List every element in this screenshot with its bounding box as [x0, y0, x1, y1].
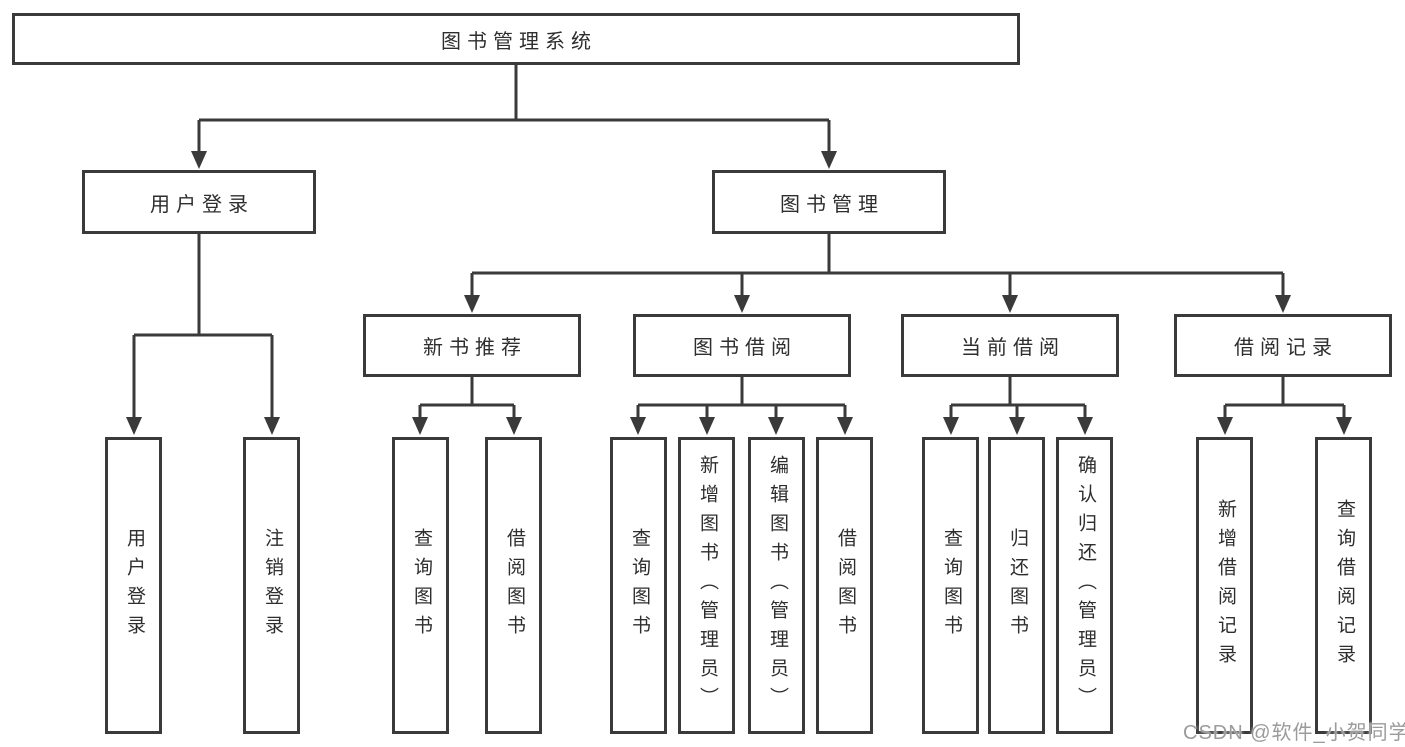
leaf-logout: 注销登录 [243, 437, 300, 734]
node-label: 查询图书 [410, 527, 432, 644]
node-book-management: 图书管理 [712, 170, 946, 234]
node-label: 查询图书 [628, 527, 650, 644]
leaf-add-borrow-record: 新增借阅记录 [1196, 437, 1253, 734]
leaf-query-books-current: 查询图书 [922, 437, 979, 734]
leaf-borrow-books: 借阅图书 [816, 437, 873, 734]
node-label: 借阅图书 [503, 527, 525, 644]
node-label: 注销登录 [261, 527, 283, 644]
csdn-watermark: CSDN @软件_小贺同学 [1183, 722, 1405, 744]
node-label: 查询图书 [940, 527, 962, 644]
node-user-login: 用户登录 [82, 170, 316, 234]
leaf-user-login: 用户登录 [105, 437, 162, 734]
leaf-query-books-recommend: 查询图书 [392, 437, 449, 734]
node-label: 确认归还（管理员） [1074, 455, 1096, 716]
node-new-book-recommend: 新书推荐 [363, 314, 581, 377]
node-label: 新增图书（管理员） [696, 455, 718, 716]
node-label: 图书借阅 [693, 337, 797, 359]
arrow-down-icon [126, 151, 1352, 435]
leaf-query-books-borrowing: 查询图书 [610, 437, 667, 734]
node-label: 用户登录 [123, 527, 145, 644]
node-label: 归还图书 [1006, 527, 1028, 644]
node-label: 图书管理 [780, 193, 884, 216]
leaf-query-borrow-record: 查询借阅记录 [1315, 437, 1372, 734]
node-label: 编辑图书（管理员） [766, 455, 788, 716]
node-label: 新增借阅记录 [1214, 498, 1236, 673]
leaf-return-books: 归还图书 [988, 437, 1045, 734]
node-label: 当前借阅 [961, 337, 1065, 359]
leaf-borrow-books-recommend: 借阅图书 [485, 437, 542, 734]
leaf-add-books-admin: 新增图书（管理员） [678, 437, 735, 734]
node-label: 借阅记录 [1234, 337, 1338, 359]
node-book-borrowing: 图书借阅 [633, 314, 851, 377]
node-borrowing-records: 借阅记录 [1174, 314, 1392, 377]
node-label: 借阅图书 [834, 527, 856, 644]
leaf-edit-books-admin: 编辑图书（管理员） [748, 437, 805, 734]
node-current-borrowing: 当前借阅 [901, 314, 1119, 377]
node-label: 新书推荐 [423, 337, 527, 359]
node-label: 用户登录 [150, 193, 254, 216]
node-library-system: 图书管理系统 [12, 13, 1020, 65]
node-label: 图书管理系统 [441, 30, 597, 53]
leaf-confirm-return-admin: 确认归还（管理员） [1056, 437, 1113, 734]
node-label: 查询借阅记录 [1333, 498, 1355, 673]
